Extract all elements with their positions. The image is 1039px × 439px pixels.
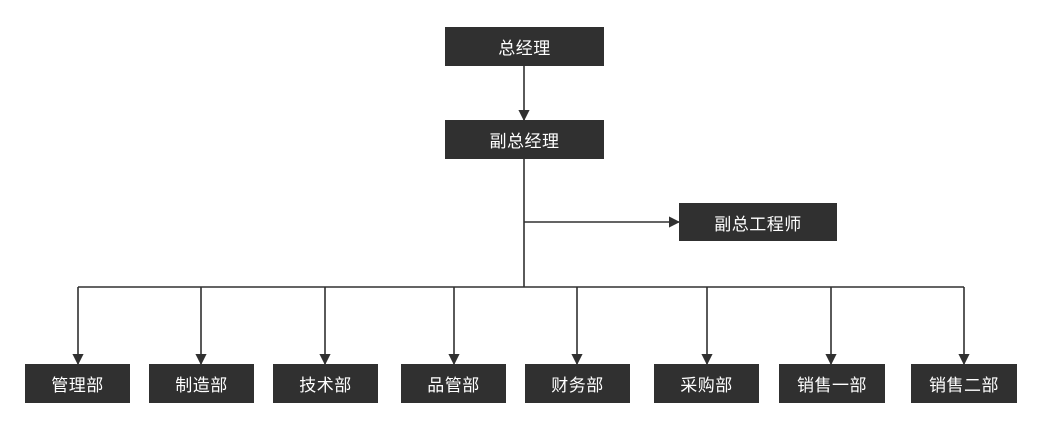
node-department: 销售二部: [911, 364, 1017, 403]
node-department: 财务部: [525, 364, 630, 403]
node-deputy-general-manager: 副总经理: [445, 120, 604, 159]
node-department: 技术部: [273, 364, 378, 403]
node-general-manager: 总经理: [445, 27, 604, 66]
node-department: 品管部: [401, 364, 506, 403]
node-department: 销售一部: [779, 364, 885, 403]
node-deputy-chief-engineer: 副总工程师: [679, 203, 837, 241]
node-department: 采购部: [654, 364, 759, 403]
node-department: 管理部: [25, 364, 130, 403]
node-department: 制造部: [149, 364, 254, 403]
